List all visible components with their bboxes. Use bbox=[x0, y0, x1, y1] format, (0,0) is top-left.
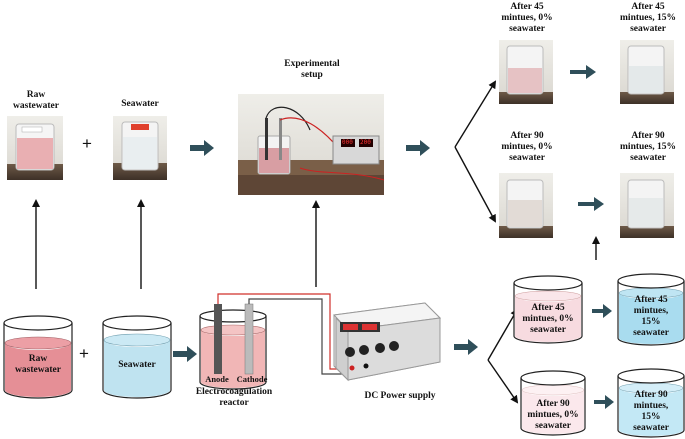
photo-after45-0 bbox=[499, 40, 553, 104]
display-right-readout: 200 bbox=[360, 139, 371, 146]
beaker-after45-0 bbox=[513, 275, 583, 344]
photo-after45-15 bbox=[620, 40, 674, 104]
label-after45-15-bottom: After 45 mintues, 15% seawater bbox=[633, 295, 669, 338]
label-cathode: Cathode bbox=[236, 374, 268, 384]
label-after90-15-top: After 90 mintues, 15% seawater bbox=[620, 131, 676, 163]
beaker-after45-15 bbox=[617, 273, 685, 346]
label-experimental-setup: Experimental setup bbox=[284, 59, 340, 80]
photo-after90-15 bbox=[620, 173, 674, 238]
beaker-after90-15 bbox=[617, 368, 685, 438]
block-arrows bbox=[173, 65, 614, 409]
photo-after90-0 bbox=[499, 173, 553, 238]
beaker-seawater bbox=[102, 315, 172, 399]
display-left-readout: 000 bbox=[342, 139, 353, 146]
label-raw-wastewater-bottom: Raw wastewater bbox=[15, 354, 61, 375]
beaker-after90-0 bbox=[520, 370, 586, 436]
label-seawater-bottom: Seawater bbox=[118, 360, 156, 370]
plus-sign-bottom: + bbox=[79, 344, 89, 363]
label-after45-0-top: After 45 mintues, 0% seawater bbox=[501, 2, 553, 34]
label-electrocoagulation-reactor: Electrocoagulation reactor bbox=[195, 387, 273, 408]
thin-arrows bbox=[32, 80, 600, 404]
label-after45-15-top: After 45 mintues, 15% seawater bbox=[620, 2, 676, 34]
label-after90-0-bottom: After 90 mintues, 0% seawater bbox=[527, 399, 579, 431]
wires bbox=[217, 293, 344, 375]
photo-seawater bbox=[113, 116, 167, 180]
dc-power-supply bbox=[332, 302, 442, 382]
label-raw-wastewater-top: Raw wastewater bbox=[13, 90, 59, 111]
label-after90-0-top: After 90 mintues, 0% seawater bbox=[501, 131, 553, 163]
plus-sign-top: + bbox=[82, 134, 92, 153]
electrocoagulation-reactor bbox=[199, 303, 267, 390]
photo-experimental-setup bbox=[238, 94, 385, 195]
label-seawater-top: Seawater bbox=[121, 99, 159, 109]
label-dc-power-supply: DC Power supply bbox=[364, 391, 436, 401]
label-after45-0-bottom: After 45 mintues, 0% seawater bbox=[522, 303, 574, 335]
label-after90-15-bottom: After 90 mintues, 15% seawater bbox=[633, 390, 669, 433]
photo-raw-wastewater bbox=[7, 116, 63, 180]
beaker-raw-wastewater bbox=[3, 315, 73, 399]
label-anode: Anode bbox=[205, 374, 229, 384]
